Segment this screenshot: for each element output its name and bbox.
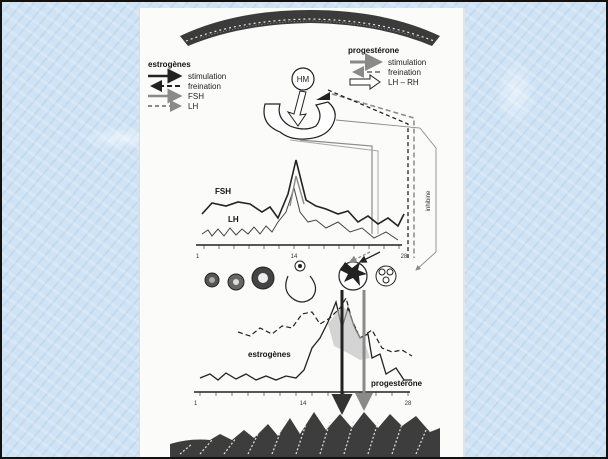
steroid-chart: estrogènes progestérone 1 14 28 <box>194 298 423 407</box>
steroid-tick-14: 14 <box>300 401 307 407</box>
gonadotropin-tick-14: 14 <box>291 254 298 260</box>
lhrh-arrow-icon <box>350 75 380 89</box>
ovarian-follicles <box>205 252 396 302</box>
lh-series-label: LH <box>228 215 239 224</box>
lh-to-ovary-arrow-icon <box>350 252 370 262</box>
feedback-paths <box>290 90 436 270</box>
gonadotropin-tick-1: 1 <box>196 254 200 260</box>
follicle-ovulation <box>286 261 316 302</box>
legend-progesterone: progestérone stimulation freination LH –… <box>348 46 426 89</box>
legend-lh: LH <box>188 102 198 111</box>
inhibine-arrow-icon <box>416 252 436 270</box>
cycle-figure: estrogènes stimulation freination FSH LH… <box>139 8 465 459</box>
legend-fsh: FSH <box>188 92 204 101</box>
brain-cortex <box>180 10 440 46</box>
progesterone-series-label: progestérone <box>371 379 423 388</box>
hypothalamus-pituitary: HM <box>264 68 335 139</box>
legend-progesterone-title: progestérone <box>348 46 400 55</box>
fsh-series-label: FSH <box>215 187 231 196</box>
legend-estrogen-stimulation: stimulation <box>188 72 226 81</box>
legend-lhrh: LH – RH <box>388 78 419 87</box>
corpus-luteum <box>339 262 367 290</box>
legend-progesterone-freination: freination <box>388 68 421 77</box>
hypothalamus-label: HM <box>297 75 310 84</box>
legend-progesterone-stimulation: stimulation <box>388 58 426 67</box>
endometrium <box>170 412 440 459</box>
legend-estrogen-title: estrogènes <box>148 60 191 69</box>
legend-estrogen-freination: freination <box>188 82 221 91</box>
lh-series-line <box>202 188 398 240</box>
feedback-arrow-icon <box>316 92 330 100</box>
corpus-albicans <box>376 266 396 286</box>
gonadotropin-chart: FSH LH 1 14 28 <box>196 160 408 260</box>
legend-estrogen: estrogènes stimulation freination FSH LH <box>148 60 226 111</box>
inhibine-label: inhibine <box>426 190 432 211</box>
estrogen-series-label: estrogènes <box>248 350 291 359</box>
lh-feedback-path <box>332 94 414 258</box>
steroid-tick-28: 28 <box>405 401 412 407</box>
steroid-tick-1: 1 <box>194 401 198 407</box>
fsh-to-ovary-arrow-icon <box>360 252 380 262</box>
gonadotropin-tick-28: 28 <box>401 254 408 260</box>
lhrh-flow-arrow-icon <box>288 91 306 126</box>
cycle-diagram: estrogènes stimulation freination FSH LH… <box>140 8 463 459</box>
